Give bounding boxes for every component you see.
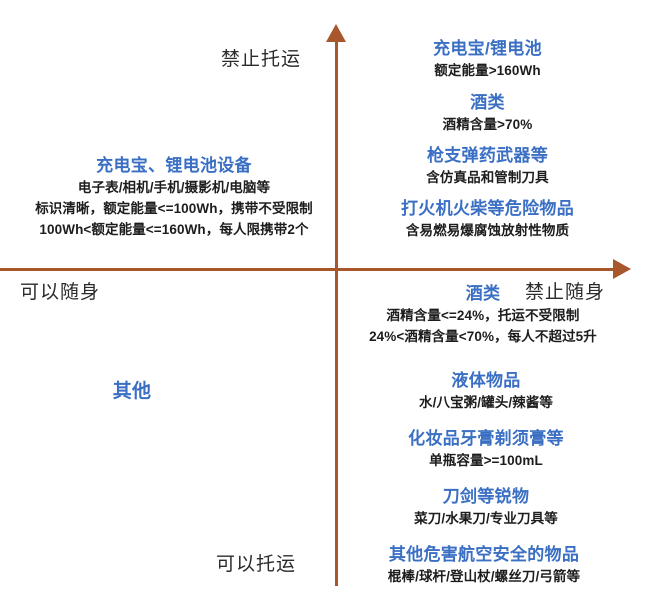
item-title: 其他危害航空安全的物品 xyxy=(388,545,580,564)
item-detail-line: 含仿真品和管制刀具 xyxy=(426,169,549,185)
quadrant-bottom-left-item: 其他 xyxy=(57,379,207,405)
item-title: 充电宝/锂电池 xyxy=(433,39,542,58)
quadrant-bottom-right-item: 液体物品 水/八宝粥/罐头/辣酱等 xyxy=(346,370,626,414)
item-detail-line: 棍棒/球杆/登山杖/螺丝刀/弓箭等 xyxy=(387,568,581,584)
vertical-axis-line xyxy=(335,38,338,586)
item-title: 刀剑等锐物 xyxy=(442,487,530,506)
quadrant-top-right-item: 酒类 酒精含量>70% xyxy=(355,92,620,136)
item-detail-line: 100Wh<额定能量<=160Wh，每人限携带2个 xyxy=(39,221,309,237)
item-title: 酒类 xyxy=(465,284,501,303)
item-title: 枪支弹药武器等 xyxy=(426,146,549,165)
item-detail-line: 酒精含量>70% xyxy=(442,116,533,132)
item-detail-line: 单瓶容量>=100mL xyxy=(429,452,543,468)
up-arrow-icon xyxy=(326,24,346,42)
quadrant-bottom-right-item: 其他危害航空安全的物品 棍棒/球杆/登山杖/螺丝刀/弓箭等 xyxy=(334,544,634,588)
horizontal-axis-line xyxy=(0,268,617,271)
item-detail-line: 标识清晰，额定能量<=100Wh，携带不受限制 xyxy=(35,200,313,216)
quadrant-bottom-right-item: 化妆品牙膏剃须膏等 单瓶容量>=100mL xyxy=(346,428,626,472)
quadrant-top-right-item: 打火机火柴等危险物品 含易燃易爆腐蚀放射性物质 xyxy=(355,198,620,242)
item-title: 打火机火柴等危险物品 xyxy=(401,199,574,218)
item-title: 化妆品牙膏剃须膏等 xyxy=(408,429,564,448)
item-title: 酒类 xyxy=(470,93,505,112)
item-detail-line: 菜刀/水果刀/专业刀具等 xyxy=(414,510,558,526)
quadrant-top-left-item: 充电宝、锂电池设备 电子表/相机/手机/摄影机/电脑等 标识清晰，额定能量<=1… xyxy=(28,155,320,241)
quadrant-bottom-right-item: 酒类 酒精含量<=24%，托运不受限制 24%<酒精含量<70%，每人不超过5升 xyxy=(338,283,628,348)
item-detail-line: 含易燃易爆腐蚀放射性物质 xyxy=(405,222,570,238)
item-detail-line: 酒精含量<=24%，托运不受限制 xyxy=(386,307,580,323)
quadrant-top-right-item: 充电宝/锂电池 额定能量>160Wh xyxy=(355,38,620,82)
item-title: 充电宝、锂电池设备 xyxy=(96,156,252,175)
item-detail-line: 额定能量>160Wh xyxy=(434,62,541,78)
axis-label-right: 禁止随身 xyxy=(525,282,606,303)
axis-label-left: 可以随身 xyxy=(20,282,101,303)
item-detail-line: 24%<酒精含量<70%，每人不超过5升 xyxy=(369,328,597,344)
quadrant-top-right-item: 枪支弹药武器等 含仿真品和管制刀具 xyxy=(355,145,620,189)
item-title: 其他 xyxy=(112,381,152,402)
axis-label-bottom: 可以托运 xyxy=(216,554,297,575)
item-title: 液体物品 xyxy=(451,371,521,390)
axis-label-top: 禁止托运 xyxy=(221,49,302,70)
item-detail-line: 电子表/相机/手机/摄影机/电脑等 xyxy=(77,179,271,195)
item-detail-line: 水/八宝粥/罐头/辣酱等 xyxy=(419,394,553,410)
quadrant-bottom-right-item: 刀剑等锐物 菜刀/水果刀/专业刀具等 xyxy=(346,486,626,530)
right-arrow-icon xyxy=(613,259,631,279)
